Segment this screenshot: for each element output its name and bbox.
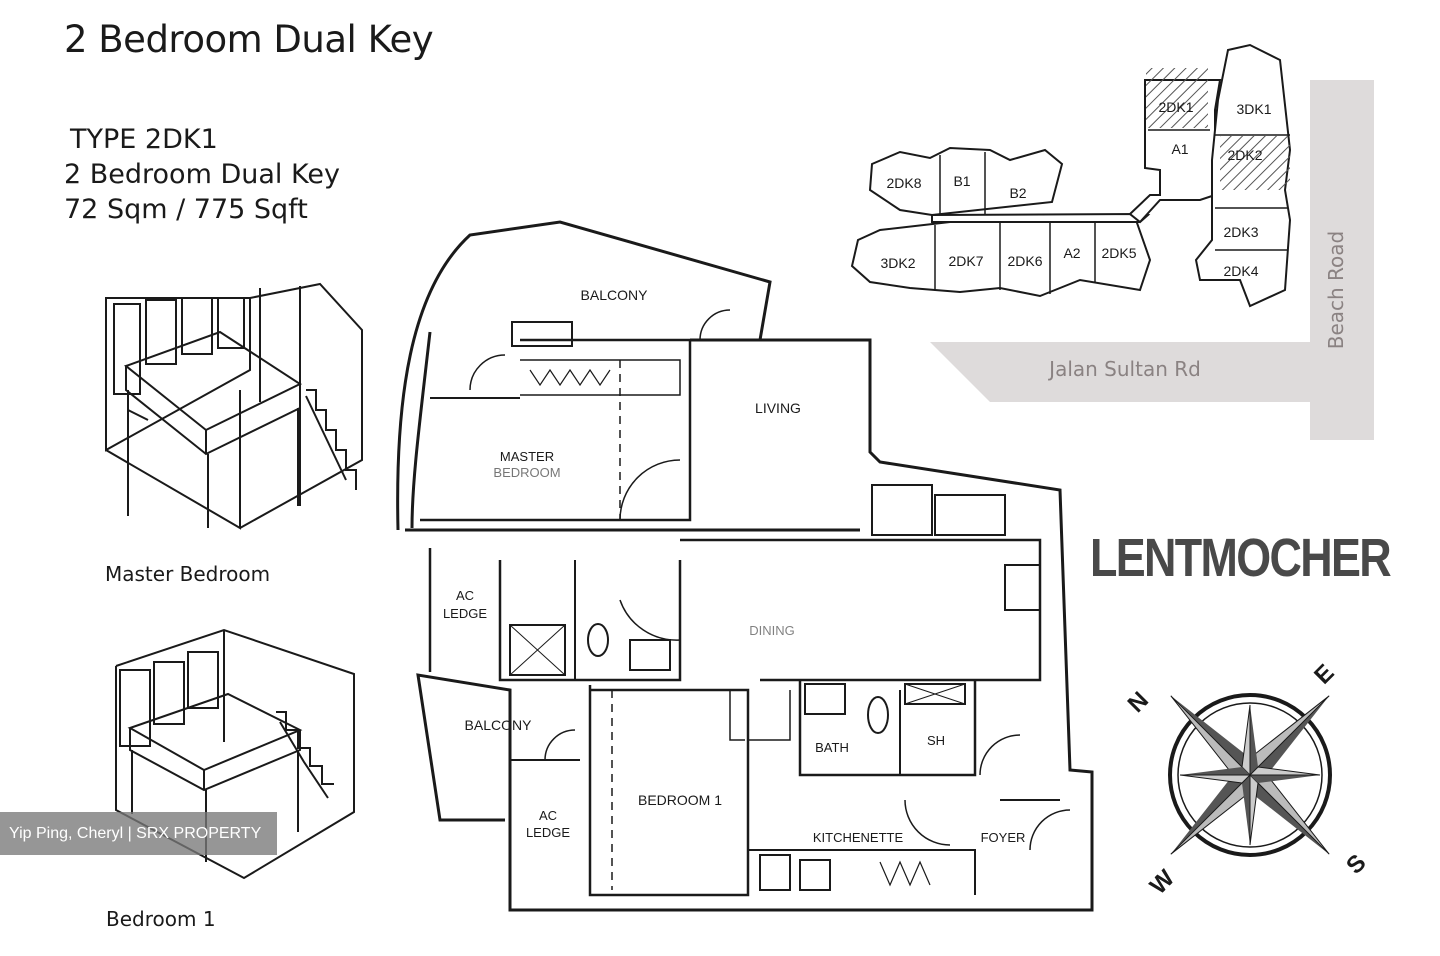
isometric-bedroom-1 <box>115 628 355 880</box>
site-unit-label: 2DK1 <box>1158 99 1193 115</box>
site-unit-2dk2-highlight <box>1220 136 1290 190</box>
compass-s: S <box>1341 849 1371 879</box>
unit-size: 72 Sqm / 775 Sqft <box>64 194 308 225</box>
site-unit-label: A1 <box>1171 141 1188 157</box>
master-bedroom-caption: Master Bedroom <box>105 562 271 586</box>
room-label-kitchenette: KITCHENETTE <box>813 830 904 845</box>
room-label-living: LIVING <box>755 400 801 416</box>
room-label-shower: SH <box>927 733 945 748</box>
compass-n: N <box>1123 687 1154 718</box>
room-label-bath: BATH <box>815 740 849 755</box>
site-unit-label: 2DK5 <box>1101 245 1136 261</box>
jalan-sultan-road <box>930 342 1374 402</box>
room-label-ac-ledge-bottom: AC <box>539 808 557 823</box>
unit-type-description: 2 Bedroom Dual Key <box>64 159 340 190</box>
stamp-text: LENTMOCHER <box>1090 528 1391 588</box>
site-unit-label: B2 <box>1009 185 1026 201</box>
compass-e: E <box>1309 659 1339 689</box>
site-plan: Beach Road Jalan Sultan Rd 2DK8 B1 B2 3D… <box>850 43 1374 440</box>
room-label-ac-ledge-bottom-2: LEDGE <box>526 825 570 840</box>
page-title: 2 Bedroom Dual Key <box>64 18 434 61</box>
road-label-beach: Beach Road <box>1324 231 1348 350</box>
room-label-master-bedroom-2: BEDROOM <box>493 465 560 480</box>
room-label-balcony-bottom: BALCONY <box>465 717 533 733</box>
room-label-master-bedroom: MASTER <box>500 449 554 464</box>
site-unit-label: 2DK2 <box>1227 147 1262 163</box>
room-label-ac-ledge-top: AC <box>456 588 474 603</box>
site-unit-label: 2DK7 <box>948 253 983 269</box>
site-unit-label: 3DK2 <box>880 255 915 271</box>
site-unit-label: 2DK8 <box>886 175 921 191</box>
room-label-ac-ledge-top-2: LEDGE <box>443 606 487 621</box>
site-unit-2dk1-highlight <box>1146 68 1208 128</box>
road-label-jalan-sultan: Jalan Sultan Rd <box>1047 357 1201 381</box>
site-unit-label: B1 <box>953 173 970 189</box>
unit-type-block: TYPE 2DK1 2 Bedroom Dual Key 72 Sqm / 77… <box>64 122 340 227</box>
site-unit-label: 2DK6 <box>1007 253 1042 269</box>
site-unit-label: A2 <box>1063 245 1080 261</box>
compass-w: W <box>1145 865 1180 900</box>
site-unit-label: 2DK4 <box>1223 263 1258 279</box>
site-unit-label: 2DK3 <box>1223 224 1258 240</box>
room-label-foyer: FOYER <box>981 830 1026 845</box>
room-label-bedroom-1: BEDROOM 1 <box>638 792 722 808</box>
room-label-dining: DINING <box>749 623 795 638</box>
bedroom-1-caption: Bedroom 1 <box>106 907 216 931</box>
site-unit-label: 3DK1 <box>1236 101 1271 117</box>
watermark-agent-credit: Yip Ping, Cheryl | SRX PROPERTY <box>0 812 277 855</box>
unit-type-label: TYPE 2DK1 <box>70 124 218 155</box>
stamp: LENTMOCHER <box>1090 528 1393 588</box>
room-label-balcony-top: BALCONY <box>581 287 649 303</box>
compass: N E S W <box>1123 659 1372 900</box>
isometric-master-bedroom <box>105 282 363 530</box>
